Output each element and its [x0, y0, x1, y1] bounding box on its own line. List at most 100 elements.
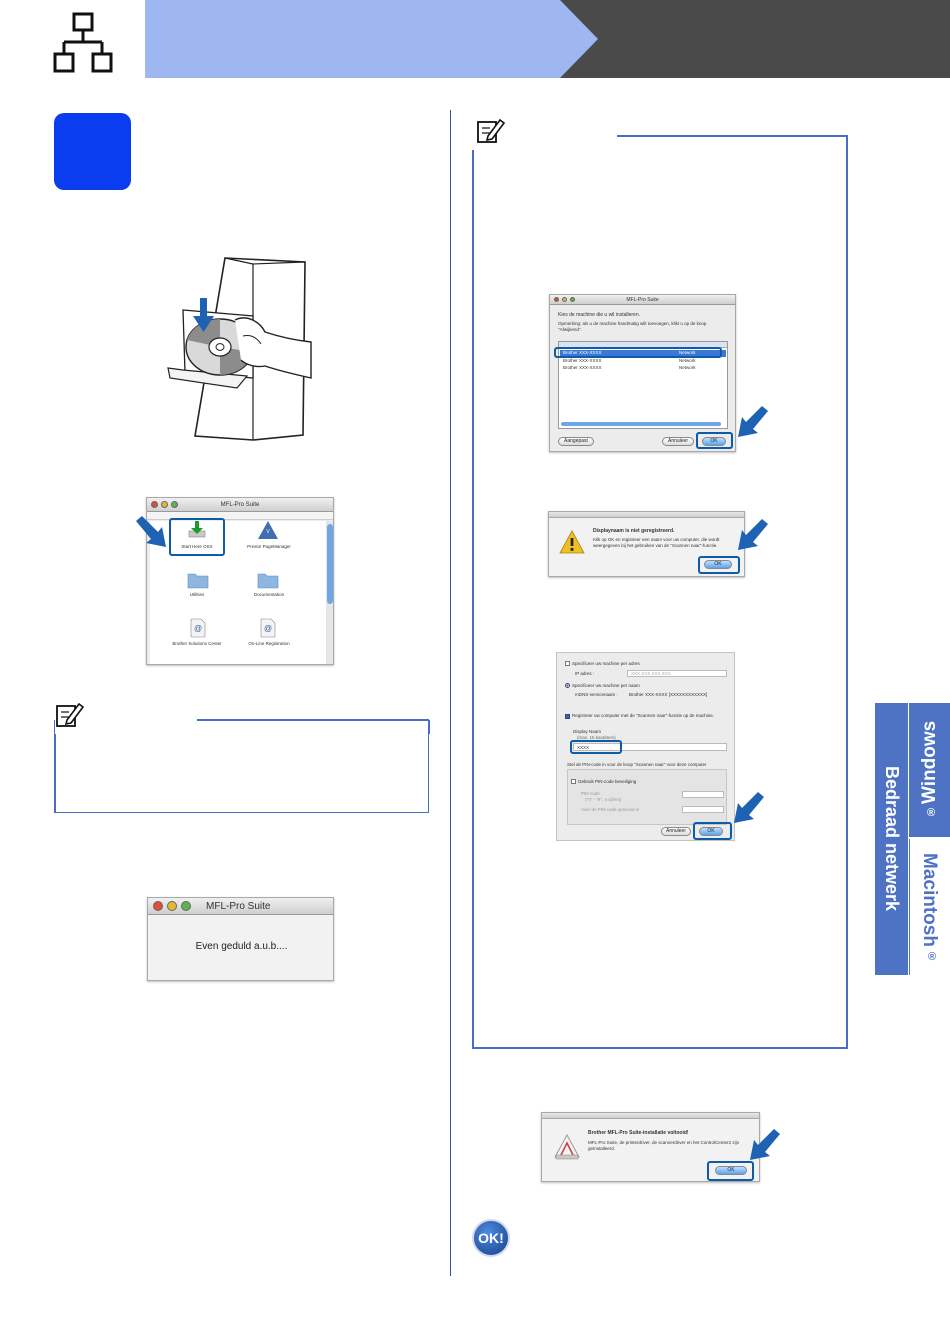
note-frame-left	[472, 150, 474, 1048]
item-label[interactable]: Presto! PageManager	[247, 544, 291, 549]
scrollbar[interactable]	[326, 521, 333, 664]
select-heading: Kies de machine die u wil installeren.	[558, 312, 640, 318]
finder-toolbar	[147, 512, 333, 520]
mfl-pro-suite-finder-window: MFL-Pro Suite Start Here OSX V Presto! P…	[146, 497, 334, 665]
sidebar-network-label: Bedraad netwerk	[882, 766, 902, 912]
please-wait-window: MFL-Pro Suite Even geduld a.u.b....	[147, 897, 334, 981]
svg-text:@: @	[264, 624, 272, 633]
selected-row-highlight	[554, 347, 722, 358]
pin-repeat-input[interactable]	[682, 806, 724, 813]
header-band-dark	[560, 0, 950, 78]
folder-icon[interactable]	[257, 571, 279, 589]
complete-title: Brother MFL-Pro Suite-installatie voltoo…	[588, 1130, 689, 1136]
registered-mark: ®	[927, 807, 936, 819]
ip-address-input[interactable]: XXX.XXX.XXX.XXX	[627, 670, 727, 677]
name-radio[interactable]	[565, 683, 570, 688]
install-arrow-icon[interactable]	[188, 520, 206, 538]
zoom-button[interactable]	[570, 297, 575, 302]
zoom-button[interactable]	[171, 501, 178, 508]
presto-logo-icon[interactable]: V	[257, 520, 279, 540]
note-frame-bottom	[472, 1047, 848, 1049]
sidebar-windows-label: Windows	[919, 720, 940, 804]
selected-row-background	[560, 350, 726, 357]
machine-type[interactable]: Network	[679, 358, 696, 363]
mdns-label: mDNS-servicenaam :	[575, 692, 618, 697]
display-name-input[interactable]: XXXX	[573, 743, 727, 751]
registered-mark: ®	[928, 951, 937, 963]
ok-button[interactable]: OK	[702, 437, 726, 446]
machine-type[interactable]: Network	[679, 350, 696, 355]
folder-icon[interactable]	[187, 571, 209, 589]
cancel-button[interactable]: Annuleer	[661, 827, 691, 836]
item-label[interactable]: Brother Solutions Center	[172, 641, 222, 646]
pin-repeat-label: Voer de PIN-code opnieuw in	[581, 807, 640, 812]
custom-button[interactable]: Aangepast	[558, 437, 594, 446]
ok-button[interactable]: OK	[704, 560, 732, 569]
select-machine-window: MFL-Pro Suite Kies de machine die u wil …	[549, 294, 736, 452]
note-frame-top	[197, 719, 429, 721]
item-label[interactable]: Documentation	[253, 592, 285, 597]
pin-input[interactable]	[682, 791, 724, 798]
sidebar-tab-windows: Windows ®	[909, 703, 950, 837]
note-pencil-icon	[56, 702, 85, 727]
complete-message: MFL-Pro Suite, de printerdriver, de scan…	[588, 1140, 740, 1151]
machine-type[interactable]: Network	[679, 365, 696, 370]
register-checkbox[interactable]	[565, 714, 570, 719]
alert-message: Klik op OK en registreer een naam voor u…	[593, 537, 720, 548]
close-button[interactable]	[554, 297, 559, 302]
note-pencil-icon	[477, 118, 506, 143]
note-frame-left	[54, 734, 56, 813]
step-number-badge	[54, 113, 131, 190]
display-name-alert: Displaynaam is niet geregistreerd. Klik …	[548, 511, 745, 577]
machine-name[interactable]: Brother XXX-XXXX	[563, 365, 602, 370]
finder-content	[150, 521, 326, 664]
ok-check-badge: OK!	[472, 1219, 510, 1257]
minimize-button[interactable]	[562, 297, 567, 302]
item-label[interactable]: Utilities	[189, 592, 205, 597]
pin-hint: ("0" - "9", 4 cijfers)	[585, 797, 622, 802]
pointer-arrow-icon	[734, 792, 764, 823]
minimize-button[interactable]	[161, 501, 168, 508]
pointer-arrow-icon	[750, 1129, 780, 1160]
machine-name[interactable]: Brother XXX-XXXX	[563, 350, 602, 355]
window-titlebar: MFL-Pro Suite	[147, 498, 333, 512]
cancel-button[interactable]: Annuleer	[662, 437, 694, 446]
ok-button-highlight	[707, 1161, 754, 1181]
close-button[interactable]	[153, 901, 163, 911]
display-name-hint: (max. 15 karakters)	[577, 735, 616, 740]
display-name-highlight	[570, 740, 622, 754]
pin-checkbox[interactable]	[571, 779, 576, 784]
name-option-label: Specificeer uw machine per naam	[572, 683, 640, 688]
note-frame-top	[617, 135, 847, 137]
address-radio[interactable]	[565, 661, 570, 666]
window-titlebar: MFL-Pro Suite	[148, 898, 333, 915]
web-link-icon[interactable]: @	[189, 618, 207, 638]
machine-list[interactable]: Brother XXX-XXXX Network Brother XXX-XXX…	[558, 341, 728, 429]
mdns-value: Brother XXX-XXXX [XXXXXXXXXXXX]	[629, 692, 708, 697]
close-button[interactable]	[151, 501, 158, 508]
alert-title: Displaynaam is niet geregistreerd.	[593, 528, 675, 534]
register-label: Registreer uw computer met de "Scannen n…	[572, 713, 715, 718]
svg-text:V: V	[266, 529, 270, 535]
item-label[interactable]: Start Here OSX	[181, 544, 213, 549]
window-title: MFL-Pro Suite	[220, 502, 260, 508]
ok-button-highlight	[693, 822, 732, 840]
svg-text:@: @	[194, 624, 202, 633]
note-box	[54, 720, 430, 813]
note-frame-right	[846, 135, 848, 1048]
pin-info: Stel de PIN-code in voor de knop "Scanne…	[567, 762, 707, 767]
network-topology-icon	[53, 12, 113, 73]
ok-button[interactable]: OK	[715, 1166, 747, 1175]
zoom-button[interactable]	[181, 901, 191, 911]
machine-name[interactable]: Brother XXX-XXXX	[563, 358, 602, 363]
item-label[interactable]: On-Line Registration	[248, 641, 290, 646]
window-title: MFL-Pro Suite	[626, 297, 659, 303]
ok-button[interactable]: OK	[699, 827, 723, 836]
pin-checkbox-label: Gebruik PIN-code beveiliging	[578, 779, 637, 784]
horizontal-scrollbar[interactable]	[561, 422, 721, 426]
sidebar-macintosh-label: Macintosh	[919, 853, 940, 947]
select-note: Opmerking: als u de machine handmatig wi…	[558, 321, 707, 332]
scan-to-settings-window: Specificeer uw machine per adres IP adre…	[556, 652, 735, 841]
web-link-icon[interactable]: @	[259, 618, 277, 638]
minimize-button[interactable]	[167, 901, 177, 911]
